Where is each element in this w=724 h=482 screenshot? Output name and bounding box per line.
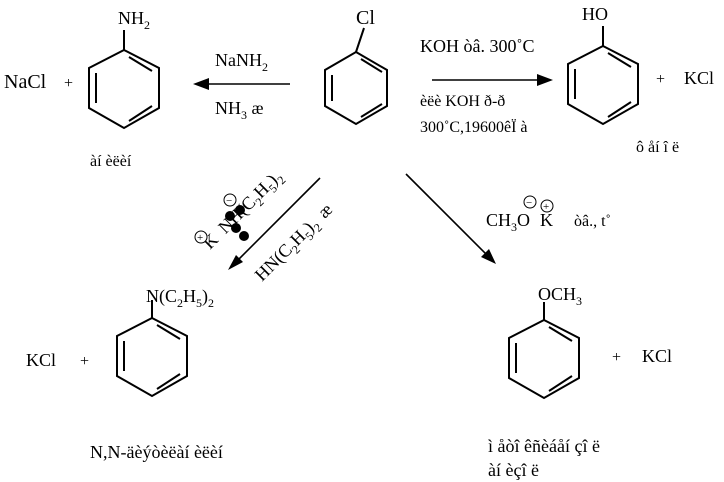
arrow-head <box>193 78 209 90</box>
arrow-to-diethylaniline <box>235 177 321 263</box>
amino-group-label: NH2 <box>118 8 150 32</box>
chlorobenzene-molecule: Cl <box>324 7 388 126</box>
negative-charge-icon <box>523 195 537 209</box>
reagent-nanh2: NaNH2 <box>215 50 268 74</box>
anisole-name-line2: àí èçî ë <box>488 460 539 480</box>
arrow-head <box>481 249 496 264</box>
reagent-nh3: NH3 æ <box>215 98 264 122</box>
plus-charge-sign: + <box>543 201 549 213</box>
negative-charge-icon <box>223 193 237 207</box>
reagent-conditions: òâ., t˚ <box>574 213 611 230</box>
hydroxyl-label: HO <box>582 4 608 24</box>
byproduct-kcl: KCl <box>26 350 56 370</box>
benzene-ring <box>324 50 388 126</box>
double-bond <box>128 105 153 122</box>
lone-pair-dot <box>231 223 241 233</box>
plus-sign: + <box>64 75 73 92</box>
arrow-head <box>537 74 553 86</box>
byproduct-kcl: KCl <box>684 68 714 88</box>
double-bond <box>360 58 383 73</box>
double-bond <box>360 103 383 118</box>
left-reaction: NaNH2 NH3 æ NaCl + NH2 àí èëèí <box>4 8 290 170</box>
byproduct-kcl: KCl <box>642 346 672 366</box>
diag-left-reaction: K NH(C2H5)2 − + HN(C2H5)2æ KCl + N(C2H5)… <box>26 166 339 462</box>
double-bond <box>156 373 181 390</box>
byproduct-nacl: NaCl <box>4 71 47 93</box>
lone-pair-dot <box>235 205 245 215</box>
benzene-ring <box>88 48 160 130</box>
condition-pressure: 300˚C,19600êÏ à <box>420 118 528 136</box>
right-reaction: KOH òâ. 300˚C èëè KOH ð-ð 300˚C,19600êÏ … <box>420 4 714 156</box>
solvent-diethylamine: HN(C2H5)2æ <box>251 199 339 287</box>
benzene-ring <box>116 316 188 398</box>
anisole-name-line1: ì åòî êñèáåí çî ë <box>488 436 600 456</box>
diethylamino-label: N(C2H5)2 <box>146 286 214 310</box>
plus-sign: + <box>656 71 665 88</box>
plus-charge-sign: + <box>197 232 203 244</box>
plus-sign: + <box>80 353 89 370</box>
arrow-head <box>228 255 243 270</box>
double-bond <box>607 52 632 68</box>
phenol-name: ô åí î ë <box>636 139 679 156</box>
diethylaniline-name: N,N-äèýòèëàí èëèí <box>90 442 223 462</box>
methoxy-label: OCH3 <box>538 284 582 308</box>
double-bond <box>548 326 573 342</box>
aniline-name: àí èëèí <box>90 153 132 170</box>
arrow-to-anisole <box>405 173 489 257</box>
minus-sign: − <box>526 197 532 209</box>
plus-sign: + <box>612 349 621 366</box>
chlorine-label: Cl <box>356 7 375 29</box>
positive-charge-icon <box>540 199 554 213</box>
double-bond <box>156 324 181 340</box>
lone-pair-dot <box>225 211 235 221</box>
solvent-hn-group: HN(C2H5)2æ <box>251 199 339 287</box>
double-bond <box>607 101 632 118</box>
c-cl-bond <box>355 27 365 53</box>
benzene-ring <box>508 318 580 400</box>
reagent-k-diethylamide: K NH(C2H5)2 <box>199 166 289 253</box>
positive-charge-icon <box>194 230 208 244</box>
condition-koh-300: KOH òâ. 300˚C <box>420 36 535 56</box>
reagent-nh-group: NH(C2H5)2 <box>214 166 288 240</box>
double-bond <box>128 56 153 72</box>
benzene-ring <box>567 44 639 126</box>
minus-sign: − <box>226 195 232 207</box>
lone-pair-dot <box>239 231 249 241</box>
condition-koh-solution: èëè KOH ð-ð <box>420 93 505 110</box>
double-bond <box>548 375 573 392</box>
